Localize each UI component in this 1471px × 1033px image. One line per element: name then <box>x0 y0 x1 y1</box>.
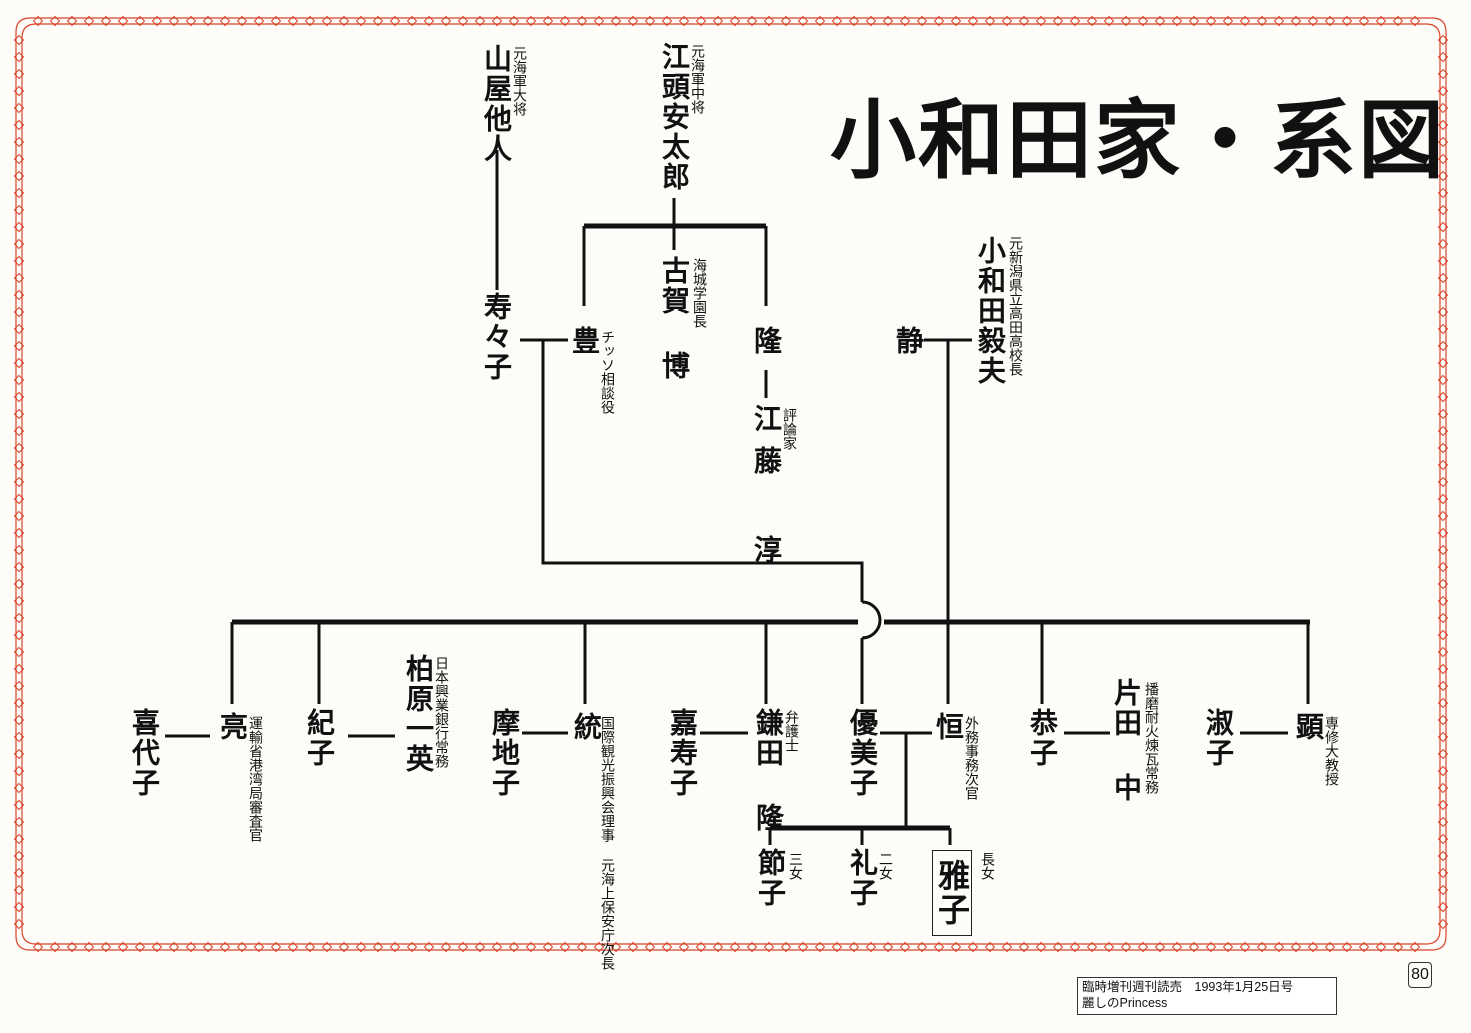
person-reiko-name: 礼子 <box>846 848 879 908</box>
person-owada-takeo-name: 小和田毅夫 <box>974 236 1007 386</box>
person-koga-name: 古賀 博 <box>658 256 691 381</box>
person-noriko-name: 紀子 <box>303 708 336 768</box>
person-eto-name: 江藤 淳 <box>750 404 783 577</box>
person-takashi-name: 隆 <box>750 326 783 356</box>
person-toshiko-name: 淑子 <box>1202 708 1235 768</box>
person-kamata-note: 弁護士 <box>783 710 799 752</box>
person-akira-name: 亮 <box>216 712 249 742</box>
person-katada-name: 片田 中 <box>1110 678 1143 803</box>
person-jujuko-name: 寿々子 <box>480 292 513 382</box>
person-kashiwabara-name: 柏原一英 <box>402 654 435 774</box>
person-kamata-name: 鎌田 隆 <box>752 708 785 833</box>
person-yasuko-name: 恭子 <box>1026 708 1059 768</box>
person-hisashi-note: 外務事務次官 <box>963 716 979 800</box>
person-egashira-note: 元海軍中将 <box>689 44 705 114</box>
person-masako-note: 長女 <box>979 852 995 880</box>
person-hisashi-name: 恒 <box>932 712 965 742</box>
person-reiko-note: 二女 <box>877 852 893 880</box>
page-number: 80 <box>1408 962 1432 988</box>
person-yutaka-name: 豊 <box>568 326 601 356</box>
line-yutaka-children <box>541 340 864 602</box>
person-shizuka-name: 静 <box>892 326 925 356</box>
page-title: 小和田家・系図 <box>830 90 1446 191</box>
person-egashira-name: 江頭安太郎 <box>658 42 691 192</box>
person-machiko-name: 摩地子 <box>488 708 521 798</box>
person-setsuko-name: 節子 <box>754 848 787 908</box>
person-kiyoko-name: 喜代子 <box>128 708 161 798</box>
person-yamaya-name: 山屋他人 <box>480 44 513 164</box>
person-kazuko-name: 嘉寿子 <box>666 708 699 798</box>
person-yumiko-name: 優美子 <box>846 708 879 798</box>
person-akira-note: 運輸省港湾局審査官 <box>247 716 263 842</box>
person-akira2-name: 顕 <box>1292 712 1325 742</box>
source-caption: 臨時増刊週刊読売 1993年1月25日号 麗しのPrincess <box>1077 977 1337 1015</box>
person-osamu-note: 国際観光振興会理事 元海上保安庁次長 <box>599 716 615 970</box>
person-eto-note: 評論家 <box>781 408 797 450</box>
person-yutaka-note: チッソ相談役 <box>599 330 615 414</box>
caption-line-1: 臨時増刊週刊読売 1993年1月25日号 <box>1082 980 1294 994</box>
person-setsuko-note: 三女 <box>787 852 803 880</box>
person-katada-note: 播磨耐火煉瓦常務 <box>1143 682 1159 794</box>
person-yamaya-note: 元海軍大将 <box>511 46 527 116</box>
person-osamu-name: 統 <box>570 712 603 742</box>
caption-line-2: 麗しのPrincess <box>1082 996 1168 1010</box>
person-akira2-note: 専修大教授 <box>1323 716 1339 786</box>
person-masako-name: 雅子 <box>932 850 972 936</box>
person-koga-note: 海城学園長 <box>691 258 707 328</box>
person-owada-takeo-note: 元新潟県立高田高校長 <box>1007 236 1023 376</box>
person-kashiwabara-note: 日本興業銀行常務 <box>433 656 449 768</box>
